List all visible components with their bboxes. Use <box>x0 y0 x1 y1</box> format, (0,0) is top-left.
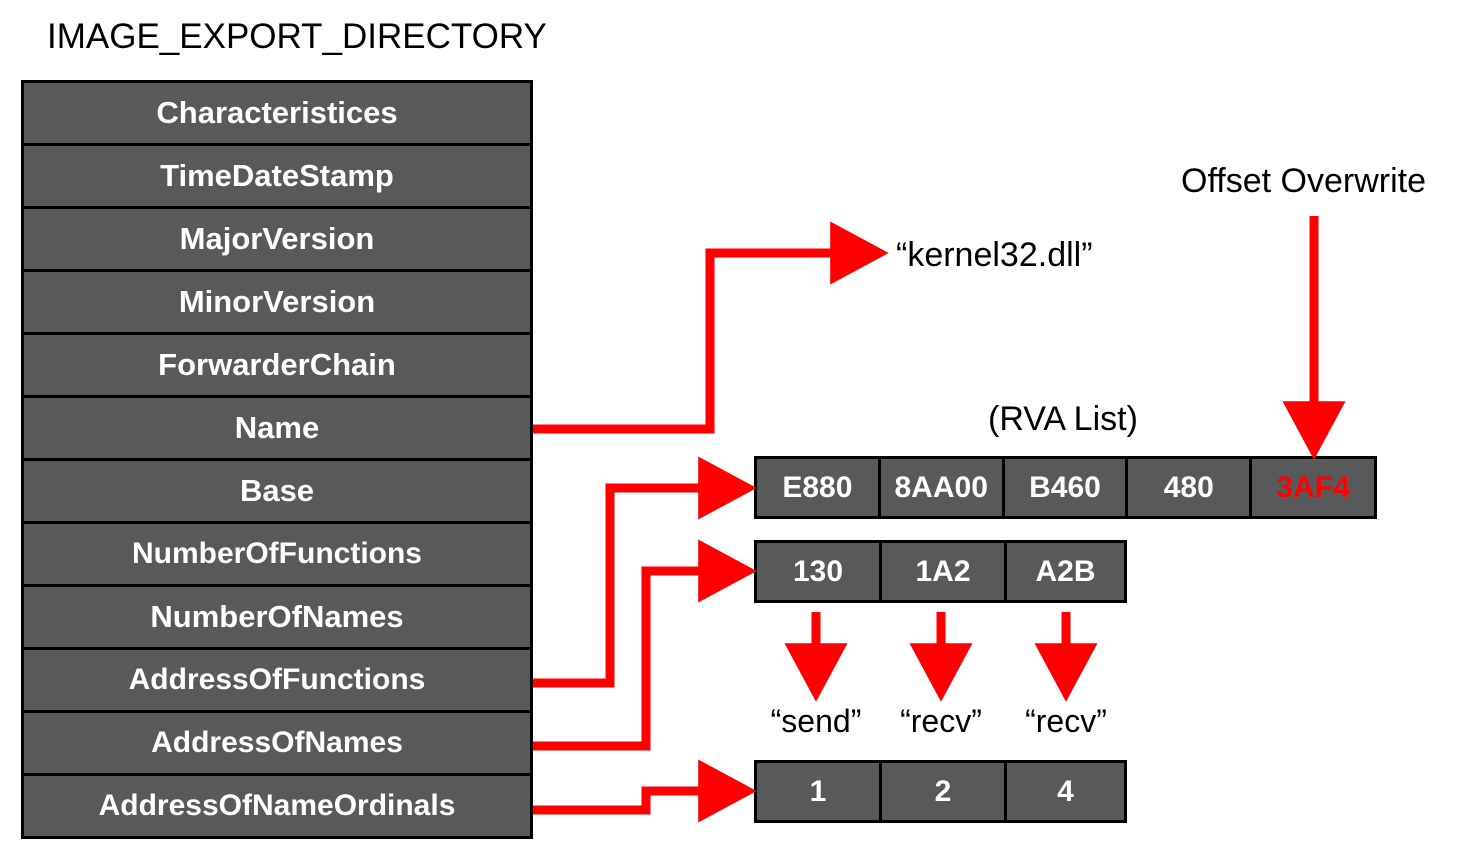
ordinals-row: 1 2 4 <box>754 760 1127 823</box>
struct-field-majorversion: MajorVersion <box>24 209 530 272</box>
struct-field-base: Base <box>24 461 530 524</box>
rva-cell-4-overwritten: 3AF4 <box>1252 459 1374 516</box>
rva-cell-2: B460 <box>1004 459 1129 516</box>
arrow-name-to-kernel32 <box>533 221 889 434</box>
ordinal-cell-1: 2 <box>882 763 1007 820</box>
arrow-addressofnames-to-name-rvas <box>533 539 757 751</box>
struct-field-addressofnames: AddressOfNames <box>24 713 530 776</box>
rva-list-row: E880 8AA00 B460 480 3AF4 <box>754 456 1377 519</box>
struct-field-timedatestamp: TimeDateStamp <box>24 146 530 209</box>
rva-list-caption: (RVA List) <box>988 400 1138 438</box>
struct-field-numberofnames: NumberOfNames <box>24 587 530 650</box>
arrow-addressofnameordinals-to-ordinals <box>533 759 757 823</box>
struct-field-numberoffunctions: NumberOfFunctions <box>24 524 530 587</box>
rva-cell-1: 8AA00 <box>880 459 1005 516</box>
ordinal-cell-2: 4 <box>1007 763 1124 820</box>
kernel32-string-label: “kernel32.dll” <box>896 236 1093 274</box>
page-title: IMAGE_EXPORT_DIRECTORY <box>47 17 547 56</box>
struct-field-minorversion: MinorVersion <box>24 272 530 335</box>
struct-field-forwarderchain: ForwarderChain <box>24 335 530 398</box>
name-rva-cell-2: A2B <box>1007 543 1124 600</box>
offset-overwrite-label: Offset Overwrite <box>1181 162 1426 200</box>
name-string-0: “send” <box>770 703 862 739</box>
name-rva-row: 130 1A2 A2B <box>754 540 1127 603</box>
name-string-1: “recv” <box>900 703 982 739</box>
rva-cell-3: 480 <box>1128 459 1253 516</box>
struct-field-addressoffunctions: AddressOfFunctions <box>24 650 530 713</box>
struct-field-name: Name <box>24 398 530 461</box>
name-rva-cell-0: 130 <box>757 543 882 600</box>
arrow-addressoffunctions-to-rva-list <box>533 456 757 688</box>
name-rva-cell-1: 1A2 <box>882 543 1007 600</box>
struct-field-addressofnameordinals: AddressOfNameOrdinals <box>24 776 530 839</box>
name-string-2: “recv” <box>1025 703 1107 739</box>
ordinal-cell-0: 1 <box>757 763 882 820</box>
struct-field-characteristices: Characteristices <box>24 83 530 146</box>
image-export-directory-table: Characteristices TimeDateStamp MajorVers… <box>21 80 533 839</box>
rva-cell-0: E880 <box>757 459 881 516</box>
